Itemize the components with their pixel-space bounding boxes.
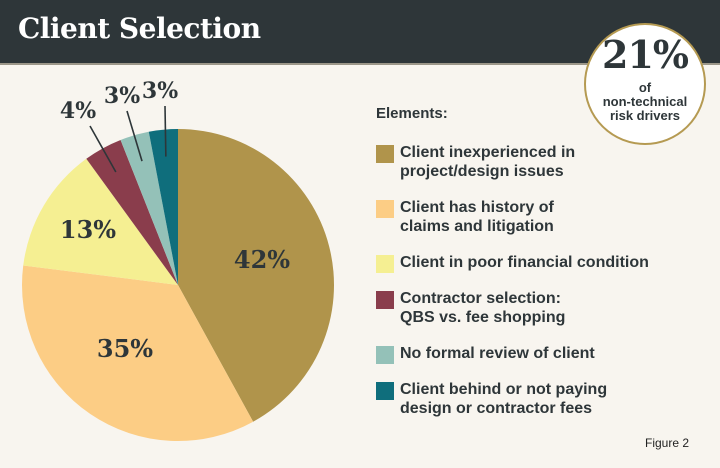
legend-swatch xyxy=(376,346,394,364)
legend-label: Client in poor financial condition xyxy=(400,254,649,271)
figure-label: Figure 2 xyxy=(645,436,690,450)
legend-item: Client behind or not paying design or co… xyxy=(376,380,649,418)
legend-swatch xyxy=(376,291,394,309)
legend-label: Client has history of claims and litigat… xyxy=(400,199,554,235)
leader-line xyxy=(164,105,167,157)
pie-slice xyxy=(178,129,334,422)
legend-swatch xyxy=(376,200,394,218)
leader-line xyxy=(126,110,143,162)
slice-label: 13% xyxy=(60,215,116,244)
legend-item: Client has history of claims and litigat… xyxy=(376,198,649,236)
slice-label: 35% xyxy=(97,334,153,363)
legend-label: Client behind or not paying design or co… xyxy=(400,381,608,417)
legend-swatch xyxy=(376,145,394,163)
badge-value: 21% xyxy=(602,32,689,77)
slice-label: 4% xyxy=(60,98,96,124)
page-title: Client Selection xyxy=(18,12,261,45)
leader-line xyxy=(89,125,117,173)
legend-title: Elements: xyxy=(376,105,448,122)
legend-swatch xyxy=(376,255,394,273)
slice-label: 3% xyxy=(142,78,178,104)
legend-item: No formal review of client xyxy=(376,344,649,364)
slice-label: 3% xyxy=(104,83,140,109)
pie-slice xyxy=(22,265,254,441)
legend-swatch xyxy=(376,382,394,400)
legend-label: Client inexperienced in project/design i… xyxy=(400,144,576,180)
header-bar: Client Selection xyxy=(0,0,720,65)
legend-item: Client in poor financial condition xyxy=(376,253,649,273)
legend-label: No formal review of client xyxy=(400,345,595,362)
legend-label: Contractor selection: QBS vs. fee shoppi… xyxy=(400,290,566,326)
pie-chart: 42% 35% 13% 4% 3%3% xyxy=(22,78,334,441)
slice-label: 42% xyxy=(234,245,290,274)
legend-item: Client inexperienced in project/design i… xyxy=(376,143,649,181)
pie-slice xyxy=(86,139,178,285)
legend-item: Contractor selection: QBS vs. fee shoppi… xyxy=(376,289,649,327)
pie-slice xyxy=(120,131,178,285)
pie-slice xyxy=(23,158,179,285)
pie-slice xyxy=(148,129,178,285)
badge-caption-line1: of xyxy=(638,80,652,95)
badge-caption: of non-technical risk drivers xyxy=(586,81,704,123)
badge-caption-line3: risk drivers xyxy=(609,108,681,123)
badge-caption-line2: non-technical xyxy=(602,94,688,109)
summary-badge: 21% of non-technical risk drivers xyxy=(584,23,706,145)
legend: Elements: Client inexperienced in projec… xyxy=(376,105,649,435)
